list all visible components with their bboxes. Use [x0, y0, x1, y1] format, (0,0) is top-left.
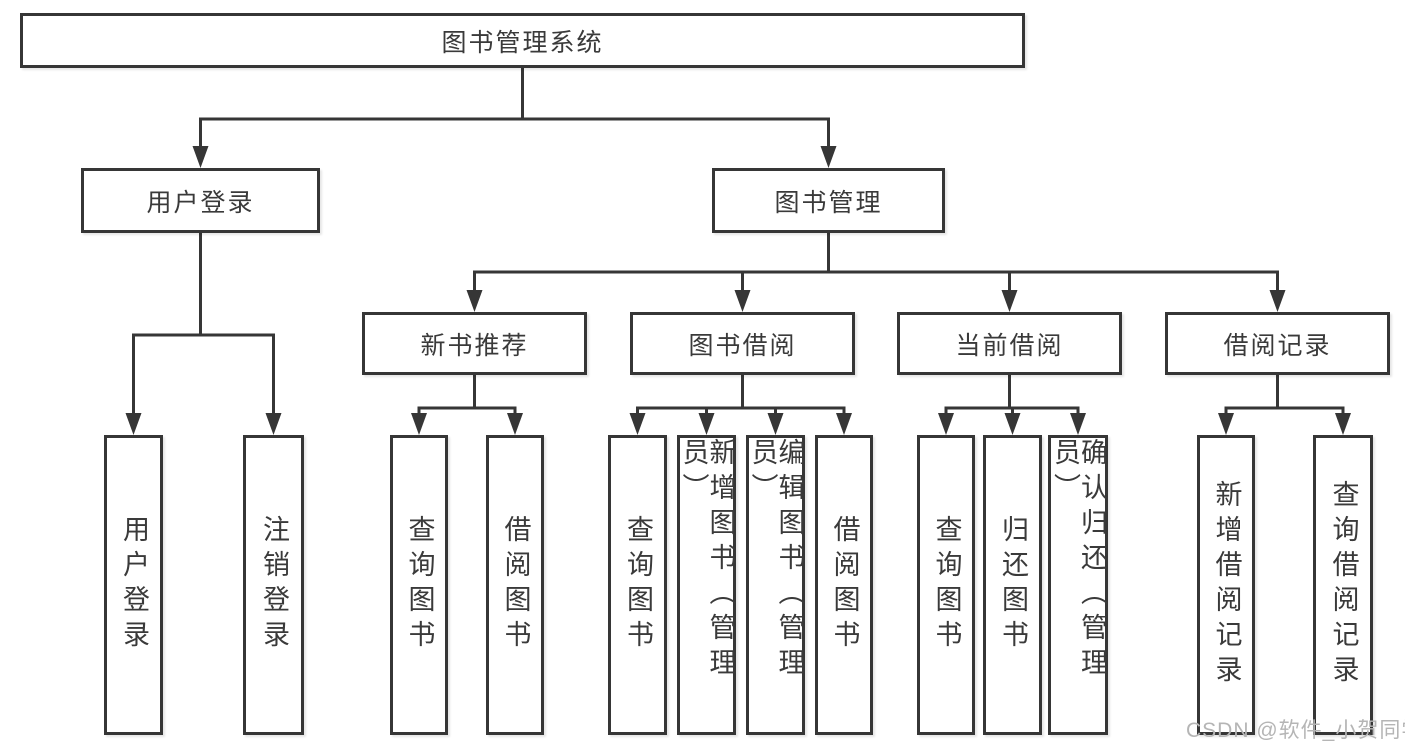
node-library-management-system: 图书管理系统 [20, 13, 1025, 68]
node-borrowing-records: 借阅记录 [1165, 312, 1390, 375]
node-book-borrowing: 图书借阅 [630, 312, 855, 375]
node-bb-edit-books-admin: 编辑图书（管理员） [746, 435, 805, 735]
node-user-login: 用户登录 [81, 168, 320, 233]
node-nbr-query-books: 查询图书 [390, 435, 448, 735]
node-book-management: 图书管理 [712, 168, 945, 233]
node-login: 用户登录 [104, 435, 163, 735]
node-cb-query-books: 查询图书 [917, 435, 975, 735]
node-br-add-record: 新增借阅记录 [1197, 435, 1255, 735]
node-cb-confirm-return-admin: 确认归还（管理员） [1048, 435, 1108, 735]
watermark: CSDN @软件_小贺同学 [1186, 719, 1405, 742]
node-cb-return-books: 归还图书 [983, 435, 1042, 735]
node-logout: 注销登录 [243, 435, 304, 735]
node-bb-add-books-admin: 新增图书（管理员） [677, 435, 736, 735]
node-current-borrowing: 当前借阅 [897, 312, 1122, 375]
node-nbr-borrow-books: 借阅图书 [486, 435, 544, 735]
node-bb-borrow-books: 借阅图书 [815, 435, 873, 735]
node-new-book-recommendation: 新书推荐 [362, 312, 587, 375]
node-br-query-record: 查询借阅记录 [1313, 435, 1373, 735]
node-bb-query-books: 查询图书 [608, 435, 667, 735]
